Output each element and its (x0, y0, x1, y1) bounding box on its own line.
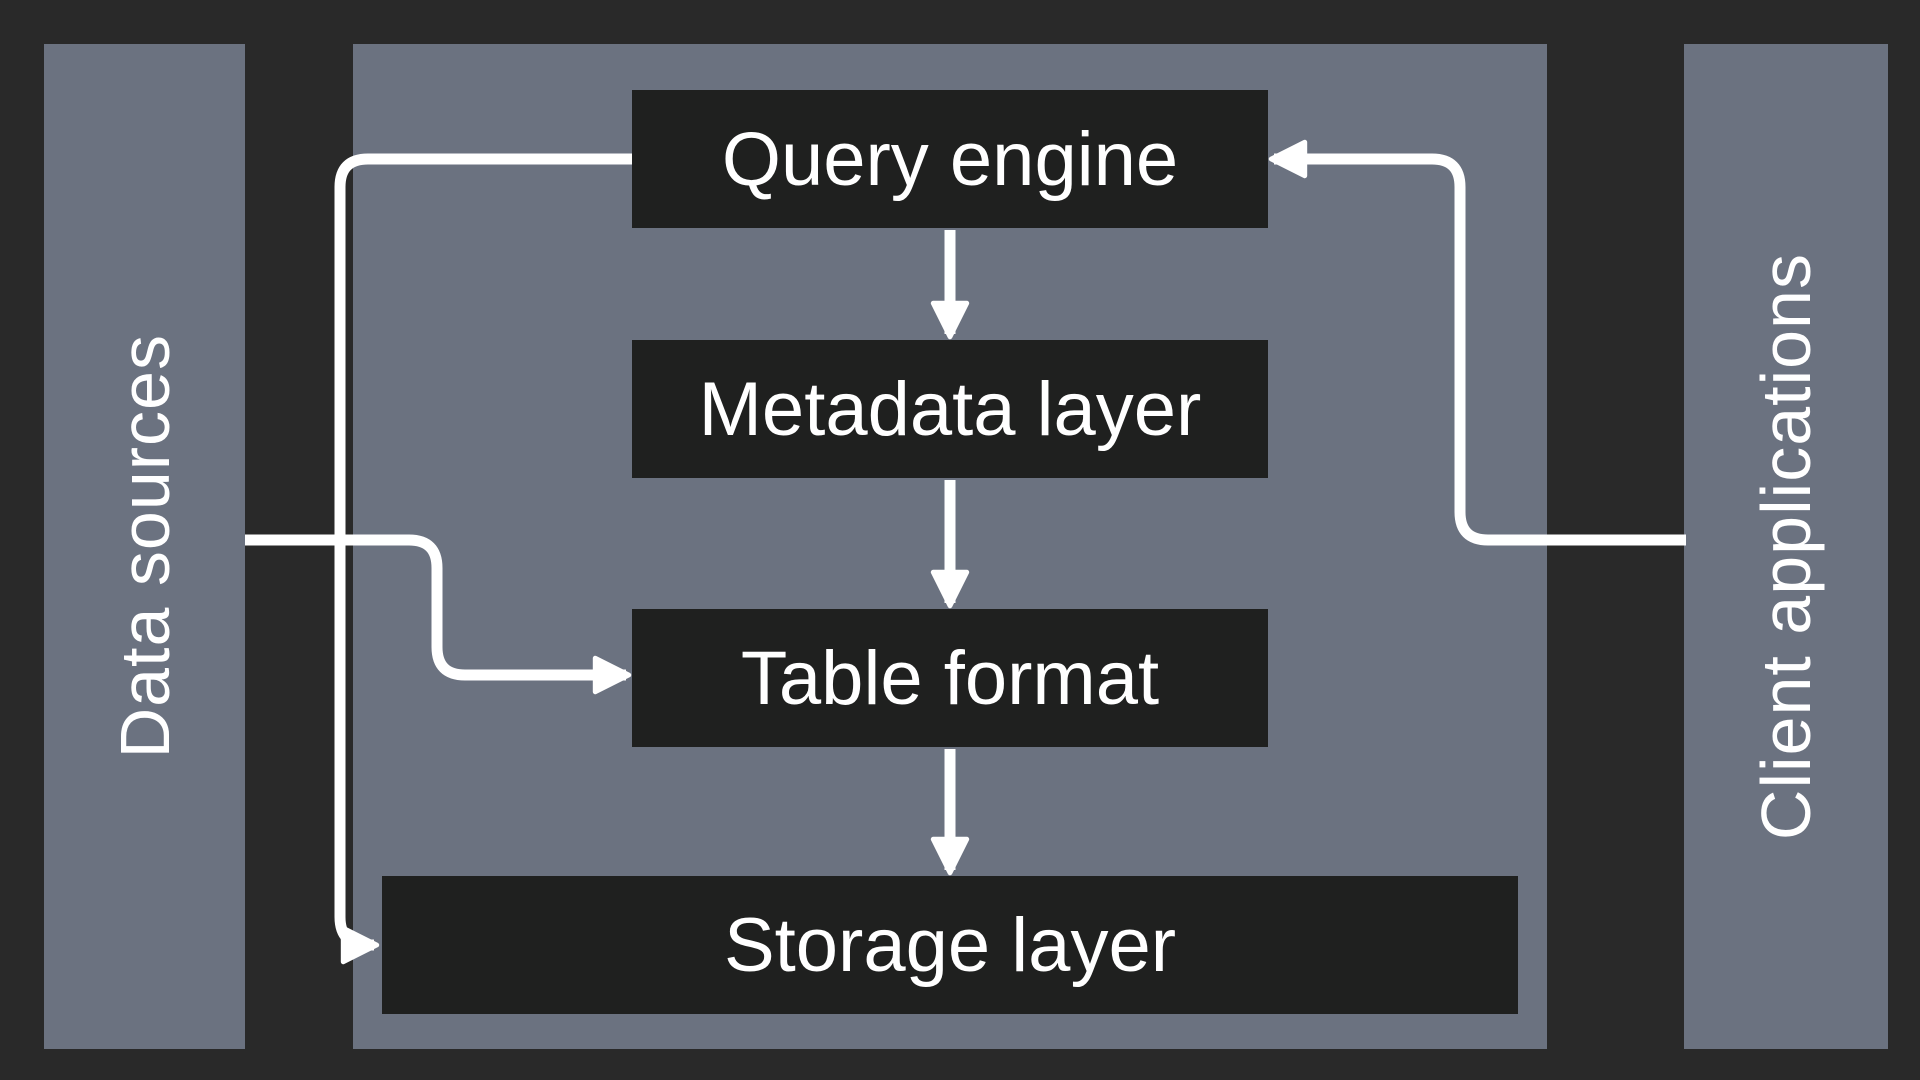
table-format-box: Table format (632, 609, 1268, 747)
client-applications-label: Client applications (1747, 252, 1825, 841)
metadata-layer-box: Metadata layer (632, 340, 1268, 478)
storage-layer-label: Storage layer (723, 902, 1177, 988)
table-format-label: Table format (740, 635, 1160, 721)
metadata-layer-label: Metadata layer (698, 366, 1202, 452)
data-sources-label: Data sources (105, 334, 184, 759)
query-engine-label: Query engine (721, 116, 1179, 202)
client-applications-panel: Client applications (1684, 44, 1888, 1049)
storage-layer-box: Storage layer (382, 876, 1518, 1014)
query-engine-box: Query engine (632, 90, 1268, 228)
data-sources-panel: Data sources (44, 44, 245, 1049)
